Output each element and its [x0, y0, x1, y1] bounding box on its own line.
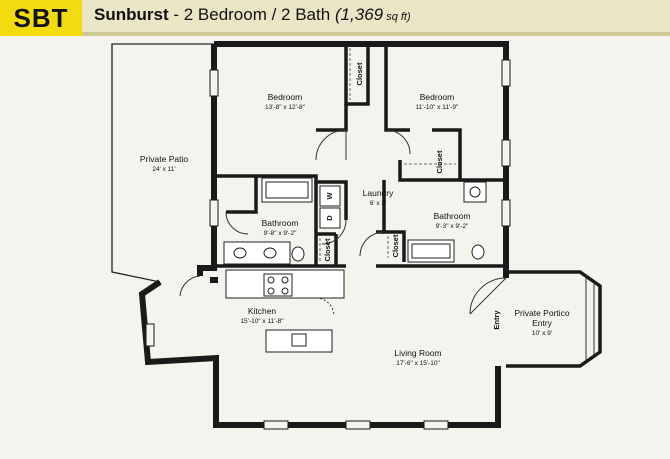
- left-sink-1: [233, 247, 247, 259]
- bedroom-right-dims: 11'-10" x 11'-9": [416, 104, 459, 111]
- closet-label-bedroom-left: Closet: [355, 62, 364, 85]
- entry-door-label: Entry: [492, 310, 501, 330]
- washer: [319, 185, 341, 207]
- kitchen-fixtures: [225, 269, 345, 353]
- bath-right-dims: 9'-3" x 9'-2": [436, 223, 469, 230]
- door-swings: [179, 129, 507, 317]
- plan-name: Sunburst: [94, 5, 169, 24]
- kitchen-island: [265, 329, 333, 353]
- bath-left-dims: 9'-8" x 9'-2": [264, 230, 297, 237]
- bedroom-left-dims: 13'-8" x 12'-8": [265, 104, 306, 111]
- left-vanity: [223, 241, 291, 265]
- closet-label-bath-right: Closet: [391, 234, 400, 257]
- patio-label: Private Patio: [140, 154, 188, 164]
- header-rule: [82, 32, 670, 36]
- portico: [506, 270, 602, 368]
- right-sink: [469, 186, 481, 198]
- bedroom-right-label: Bedroom: [420, 92, 455, 102]
- plan-area: (1,369: [334, 5, 384, 24]
- laundry-label: Laundry: [363, 188, 394, 198]
- dryer: [319, 207, 341, 229]
- left-sink-2: [263, 247, 277, 259]
- laundry-dims: 6' x 3': [370, 200, 387, 207]
- portico-label: Private Portico: [514, 308, 570, 318]
- left-toilet: [291, 246, 305, 262]
- exterior-walls: [138, 41, 509, 428]
- portico-dims: 10' x 9': [532, 330, 552, 337]
- right-toilet: [471, 244, 485, 260]
- right-bath-fixtures: [407, 181, 487, 263]
- plan-title: Sunburst - 2 Bedroom / 2 Bath (1,369 sq …: [94, 0, 411, 30]
- windows: [145, 59, 511, 430]
- plan-area-unit: sq ft): [383, 11, 411, 23]
- plan-layout: 2 Bedroom / 2 Bath: [183, 5, 331, 24]
- closet-label-bath-left: Closet: [323, 238, 332, 261]
- portico-columns: [585, 278, 595, 360]
- living-room-dims: 17'-6" x 15'-10": [396, 360, 440, 367]
- header-bar: SBT Sunburst - 2 Bedroom / 2 Bath (1,369…: [0, 0, 670, 36]
- left-bath-fixtures: [223, 177, 313, 265]
- patio-outline: [111, 43, 214, 283]
- patio-dims: 24' x 11': [152, 166, 175, 173]
- kitchen-dims: 15'-10" x 11'-8": [240, 318, 284, 325]
- right-bathtub: [407, 239, 455, 263]
- bath-left-label: Bathroom: [262, 218, 299, 228]
- laundry-appliances: [319, 185, 341, 229]
- bedroom-left-label: Bedroom: [268, 92, 303, 102]
- kitchen-label: Kitchen: [248, 306, 277, 316]
- title-separator: -: [168, 5, 184, 24]
- unit-code-badge: SBT: [0, 0, 82, 36]
- washer-label: W: [325, 192, 334, 200]
- portico-label-2: Entry: [532, 318, 553, 328]
- bath-right-label: Bathroom: [434, 211, 471, 221]
- closet-label-bedroom-right: Closet: [435, 150, 444, 173]
- dryer-label: D: [325, 215, 334, 221]
- living-room-label: Living Room: [394, 348, 441, 358]
- closet-shelves: [319, 48, 456, 262]
